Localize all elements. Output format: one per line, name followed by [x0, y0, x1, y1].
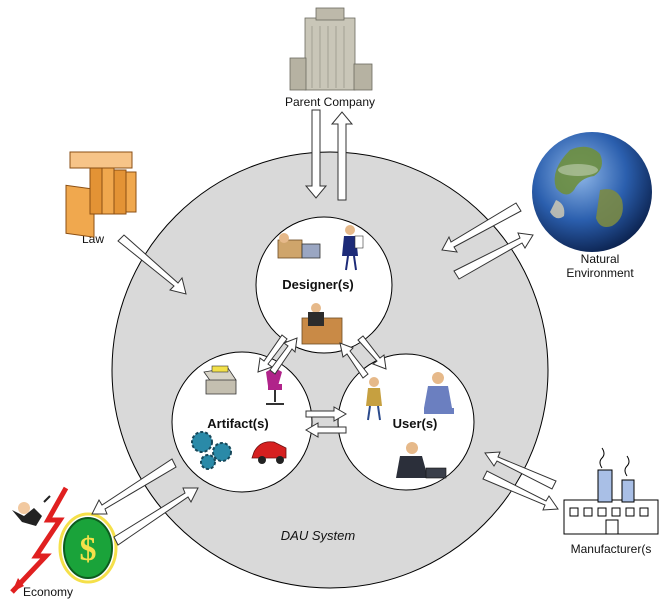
factory-icon [563, 447, 659, 535]
office-building-icon [289, 7, 373, 91]
artifacts-clipart-icon [191, 365, 287, 470]
arrow-users-to-artifacts [305, 422, 347, 438]
arrow-users-to-designers [339, 342, 369, 379]
designers-label: Designer(s) [282, 277, 354, 292]
arrow-system-to-economy [91, 458, 177, 515]
arrow-artifacts-to-users [305, 406, 347, 422]
arrow-system-to-manufacturer [482, 470, 559, 511]
arrow-designers-to-parent [330, 111, 354, 201]
arrow-system-to-environment [453, 232, 534, 280]
designers-clipart-icon [277, 225, 364, 345]
law-books-icon [65, 151, 137, 238]
arrow-environment-to-system [441, 202, 522, 253]
arrow-artifacts-to-designers [269, 337, 298, 375]
earth-globe-icon [532, 132, 652, 252]
arrow-parent-to-designers [304, 109, 328, 199]
users-clipart-icon [366, 372, 454, 479]
manufacturer-label: Manufacturer(s [571, 542, 652, 556]
economy-label: Economy [23, 585, 73, 599]
parent-company-label: Parent Company [285, 95, 375, 109]
arrow-law-to-system [117, 234, 187, 295]
arrow-designers-to-users [357, 335, 387, 370]
svg-text:$: $ [80, 531, 97, 568]
natural-environment-label-1: Natural [581, 252, 620, 266]
dollar-chart-icon: $ [10, 486, 118, 594]
system-label: DAU System [281, 528, 356, 543]
artifacts-label: Artifact(s) [207, 416, 268, 431]
arrow-manufacturer-to-system [484, 451, 557, 490]
users-label: User(s) [393, 416, 438, 431]
block-arrows [91, 109, 559, 546]
arrow-economy-to-system [113, 487, 199, 546]
natural-environment-label-2: Environment [566, 266, 634, 280]
